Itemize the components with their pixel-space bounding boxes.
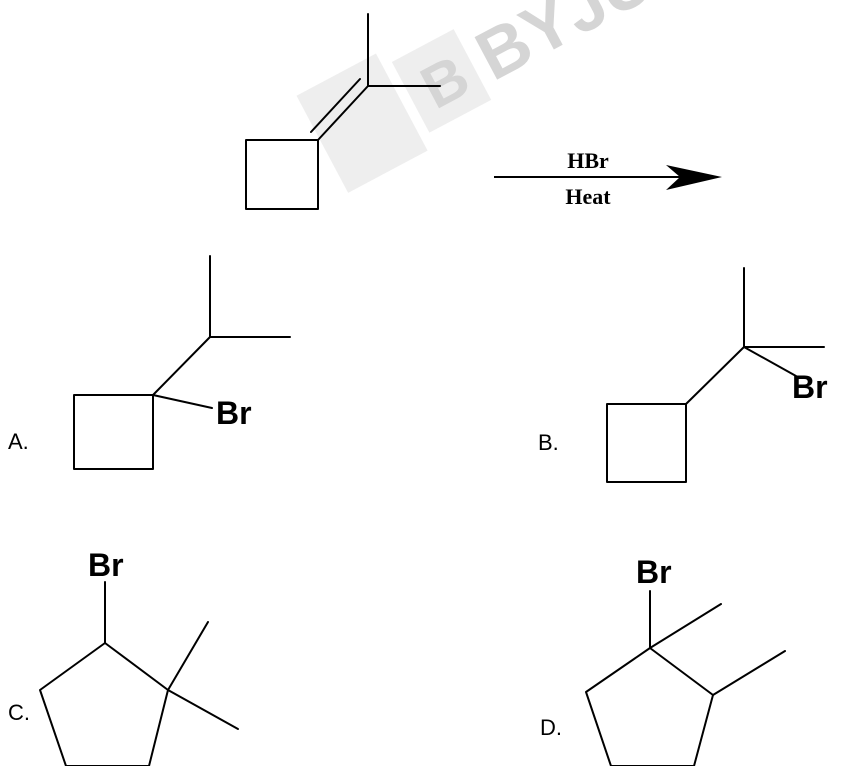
option-c-cyclopentane-ring xyxy=(39,642,169,767)
option-d-methyl-on-br-carbon xyxy=(649,603,722,649)
reaction-arrowhead xyxy=(666,165,722,190)
option-b-bond-to-br xyxy=(743,346,797,377)
option-c: C. Br xyxy=(8,547,239,767)
option-a-cyclobutane-ring xyxy=(73,394,154,470)
reaction-arrow-group: HBr Heat xyxy=(494,148,722,209)
reactant-double-bond-outer xyxy=(317,85,369,141)
option-a-br: Br xyxy=(216,395,252,431)
watermark-logo: B BYJU'S xyxy=(296,0,721,193)
option-d-cyclopentane-ring xyxy=(585,647,714,767)
option-b-br: Br xyxy=(792,369,828,405)
watermark-badge xyxy=(391,29,492,133)
option-a-bond-to-br xyxy=(152,394,213,409)
reactant-cyclobutane-ring xyxy=(245,139,319,210)
watermark-block xyxy=(296,53,428,193)
option-c-br: Br xyxy=(88,547,124,583)
option-c-methyl-down xyxy=(167,689,239,730)
option-c-label: C. xyxy=(8,700,30,725)
option-b: B. Br xyxy=(538,267,828,483)
reactant-double-bond-inner xyxy=(310,78,361,133)
option-a-label: A. xyxy=(8,429,29,454)
option-d-methyl-on-adjacent-carbon xyxy=(712,650,786,696)
option-d: D. Br xyxy=(540,554,786,767)
option-b-bond-to-tertiary-carbon xyxy=(685,346,745,405)
watermark: B BYJU'S xyxy=(296,0,721,193)
option-a-bond-to-isopropyl xyxy=(152,336,211,396)
reactant-molecule xyxy=(245,13,441,210)
option-b-cyclobutane-ring xyxy=(606,403,687,483)
option-a: A. Br xyxy=(8,255,291,470)
reagent-heat: Heat xyxy=(565,184,611,209)
option-b-label: B. xyxy=(538,430,559,455)
reagent-hbr: HBr xyxy=(567,148,609,173)
option-d-br: Br xyxy=(636,554,672,590)
option-d-label: D. xyxy=(540,715,562,740)
option-c-methyl-up xyxy=(167,621,209,691)
watermark-text: BYJU'S xyxy=(463,0,720,95)
